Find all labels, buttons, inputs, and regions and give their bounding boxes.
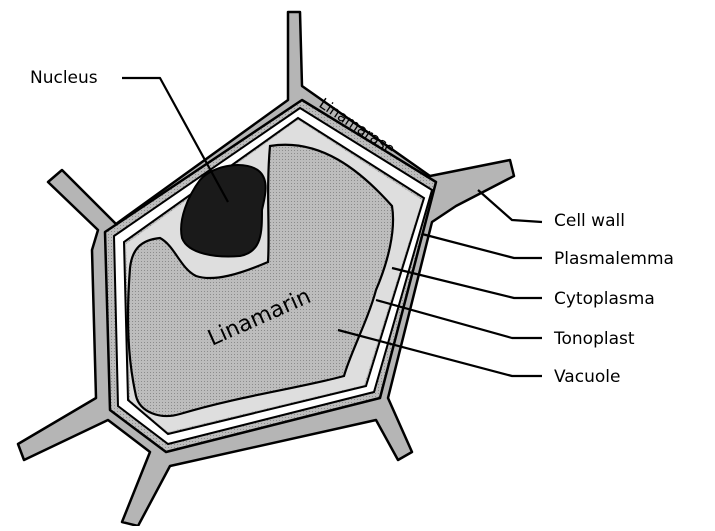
- cell-wall-label: Cell wall: [554, 211, 625, 231]
- cell-wall-leader: [478, 190, 542, 222]
- cytoplasma-label: Cytoplasma: [554, 289, 655, 309]
- vacuole-label: Vacuole: [554, 367, 620, 387]
- plasmalemma-label: Plasmalemma: [554, 249, 674, 269]
- tonoplast-label: Tonoplast: [553, 329, 635, 349]
- plasmalemma-leader: [422, 234, 542, 258]
- nucleus-label: Nucleus: [30, 68, 98, 88]
